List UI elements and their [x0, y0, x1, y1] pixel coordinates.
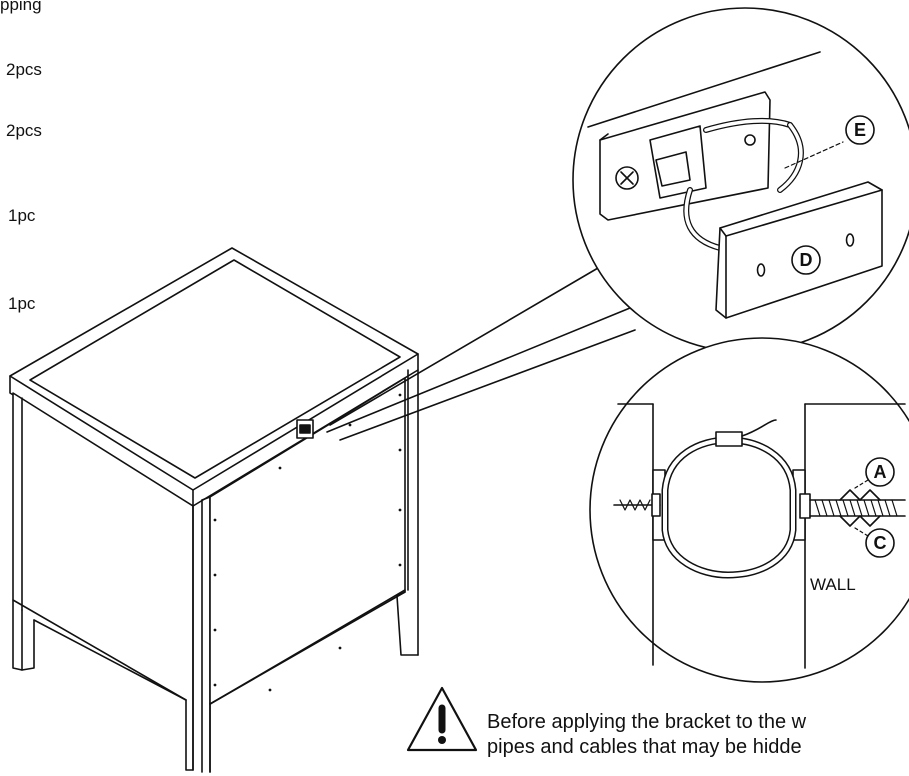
- warning-line-2: pipes and cables that may be hidde: [487, 736, 802, 758]
- qty-label-3: 1pc: [8, 206, 36, 225]
- qty-label-2: 2pcs: [6, 121, 42, 140]
- wall-label: WALL: [810, 575, 856, 594]
- leader-line-top: [326, 307, 631, 433]
- header-fragment: pping: [0, 0, 42, 14]
- bracket-detail-circle: [572, 7, 909, 353]
- leader-line-bottom: [339, 329, 636, 441]
- warning-line-1: Before applying the bracket to the w: [487, 711, 807, 733]
- callout-c: C: [874, 533, 887, 553]
- cabinet-illustration: [9, 247, 419, 773]
- callout-d: D: [800, 250, 813, 270]
- warning-icon: [406, 686, 478, 752]
- callout-a: A: [874, 462, 887, 482]
- warning-text: Before applying the bracket to the w pip…: [487, 710, 806, 760]
- qty-label-4: 1pc: [8, 294, 36, 313]
- qty-label-1: 2pcs: [6, 60, 42, 79]
- wall-detail-circle: [589, 337, 909, 683]
- callout-e: E: [854, 120, 866, 140]
